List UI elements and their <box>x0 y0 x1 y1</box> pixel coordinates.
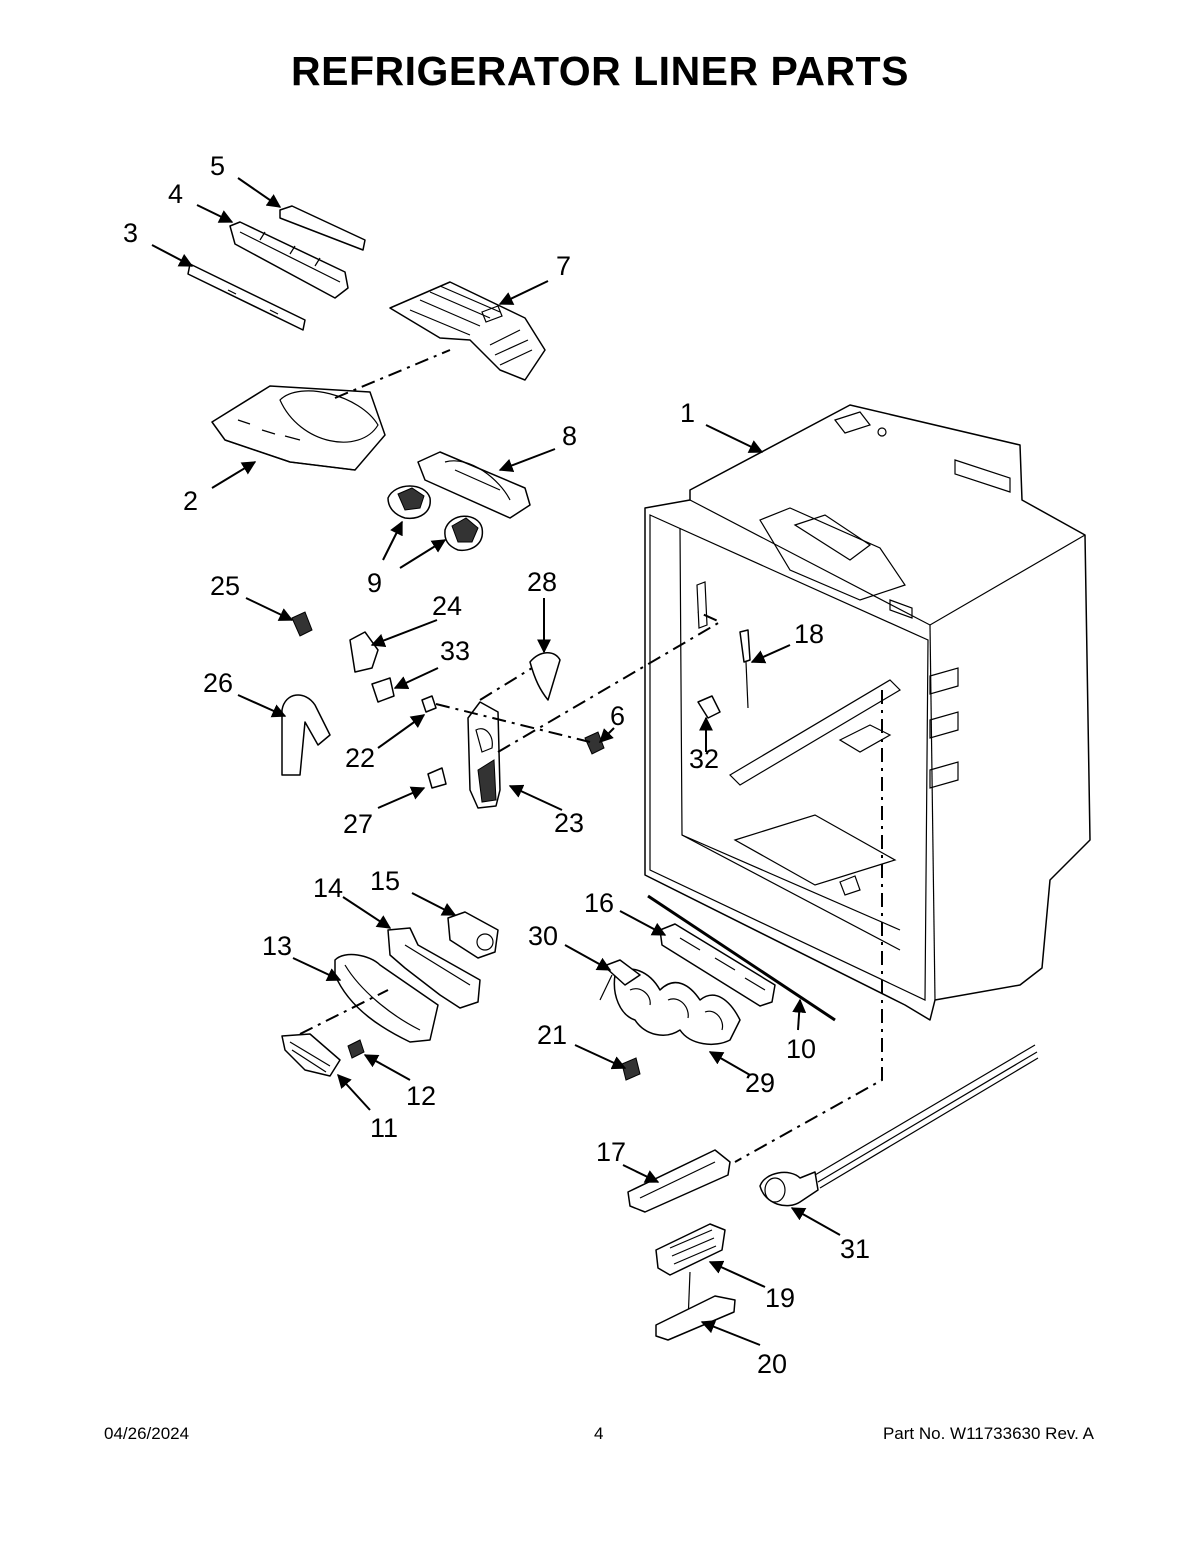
callout-19: 19 <box>765 1283 795 1313</box>
duct-23 <box>467 701 501 809</box>
seal-28 <box>529 652 561 701</box>
housing-13 <box>334 953 439 1043</box>
callout-15: 15 <box>370 866 400 896</box>
clip-27 <box>427 767 447 789</box>
alignment-lines <box>299 349 883 1163</box>
callout-30: 30 <box>528 921 558 951</box>
upper-cover <box>211 385 386 471</box>
bar-3 <box>187 263 306 331</box>
callout-16: 16 <box>584 888 614 918</box>
fan-assembly-9b <box>444 515 484 552</box>
damper-housing-8 <box>417 451 531 519</box>
cover-20 <box>655 1295 736 1341</box>
callout-33: 33 <box>440 636 470 666</box>
leader-arrows <box>151 177 841 1346</box>
callout-14: 14 <box>313 873 343 903</box>
module-15 <box>447 911 499 959</box>
tube-26 <box>281 694 331 776</box>
clip-22 <box>421 695 437 713</box>
callout-labels: 1 2 3 4 5 6 7 8 9 10 11 12 13 14 15 16 1… <box>123 151 870 1379</box>
bracket-17 <box>627 1149 731 1213</box>
callout-5: 5 <box>210 151 225 181</box>
footer-part-number: Part No. W11733630 Rev. A <box>882 1424 1094 1443</box>
vent-grille-7 <box>389 281 546 381</box>
cover-14 <box>387 927 481 1009</box>
footer-date: 04/26/2024 <box>104 1424 190 1443</box>
callout-26: 26 <box>203 668 233 698</box>
sensor-18 <box>739 629 751 709</box>
liner-box <box>644 404 1091 1021</box>
clip-33 <box>371 677 395 703</box>
callout-21: 21 <box>537 1020 567 1050</box>
footer-page-number: 4 <box>594 1424 604 1443</box>
callout-31: 31 <box>840 1234 870 1264</box>
callout-3: 3 <box>123 218 138 248</box>
bracket-16 <box>659 923 776 1007</box>
page-title: REFRIGERATOR LINER PARTS <box>291 48 909 94</box>
switch-25 <box>291 611 313 637</box>
heater-19 <box>655 1223 726 1323</box>
callout-23: 23 <box>554 808 584 838</box>
callout-20: 20 <box>757 1349 787 1379</box>
callout-7: 7 <box>556 251 571 281</box>
callout-13: 13 <box>262 931 292 961</box>
screw-21 <box>621 1057 641 1081</box>
callout-9a: 9 <box>367 568 382 598</box>
fan-assembly-9a <box>387 485 431 520</box>
heater-29 <box>613 968 741 1046</box>
fitting-30 <box>599 959 641 1001</box>
screw-12 <box>347 1039 365 1059</box>
callout-8: 8 <box>562 421 577 451</box>
callout-32: 32 <box>689 744 719 774</box>
clip-32 <box>697 695 721 719</box>
callout-22: 22 <box>345 743 375 773</box>
callout-24: 24 <box>432 591 462 621</box>
callout-17: 17 <box>596 1137 626 1167</box>
callout-10: 10 <box>786 1034 816 1064</box>
callout-12: 12 <box>406 1081 436 1111</box>
callout-2: 2 <box>183 486 198 516</box>
callout-27: 27 <box>343 809 373 839</box>
callout-28: 28 <box>527 567 557 597</box>
callout-25: 25 <box>210 571 240 601</box>
bracket-24 <box>349 631 379 673</box>
callout-4: 4 <box>168 179 183 209</box>
strip-5 <box>279 205 366 251</box>
control-housing-4 <box>229 221 349 299</box>
callout-6: 6 <box>610 701 625 731</box>
callout-11: 11 <box>370 1113 398 1143</box>
callout-18: 18 <box>794 619 824 649</box>
callout-1: 1 <box>680 398 695 428</box>
harness-31 <box>759 1044 1039 1207</box>
callout-29: 29 <box>745 1068 775 1098</box>
screw-6 <box>584 731 605 755</box>
bezel-11 <box>281 1033 341 1077</box>
